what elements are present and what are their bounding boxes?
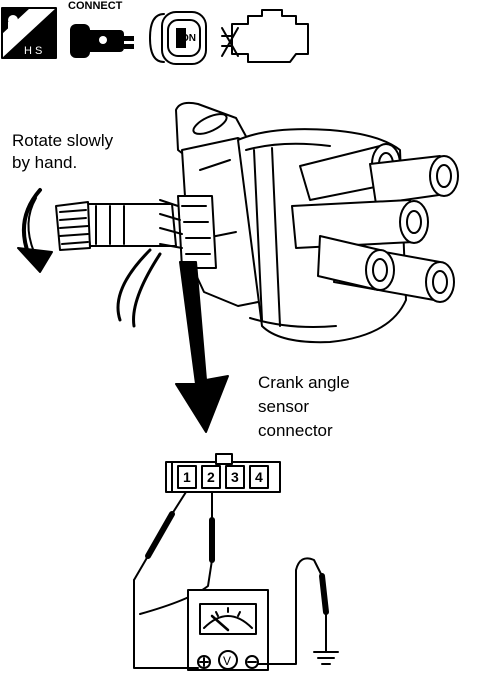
ignition-on-label: ON xyxy=(181,33,196,44)
sensor-label-line-2: sensor xyxy=(258,397,310,416)
pin-1: 1 xyxy=(183,469,191,485)
plug-tower-3 xyxy=(291,199,429,249)
pin-3: 3 xyxy=(231,469,239,485)
plug-towers xyxy=(291,143,459,303)
connect-label: CONNECT xyxy=(68,0,123,12)
negative-terminal xyxy=(245,655,259,669)
pin-2: 2 xyxy=(207,469,215,485)
engine-icon xyxy=(221,9,309,63)
rotate-instruction-line-2: by hand. xyxy=(12,153,78,172)
ground-symbol xyxy=(313,639,339,665)
svg-text:V: V xyxy=(223,654,231,668)
rotate-instruction-line-1: Rotate slowly xyxy=(12,131,114,150)
volt-dial: V xyxy=(218,650,238,670)
probe-lead-1 xyxy=(133,491,187,581)
connect-icon xyxy=(70,24,134,58)
ignition-key-icon xyxy=(149,11,207,65)
sensor-connector xyxy=(165,453,281,493)
probe-lead-2 xyxy=(139,491,215,615)
hot-start-icon-text: H S xyxy=(24,45,42,57)
pointer-arrow xyxy=(175,261,229,433)
plug-tower-5 xyxy=(317,235,395,291)
wiring xyxy=(133,557,329,669)
sensor-label-line-1: Crank angle xyxy=(258,373,350,392)
rotation-arrow xyxy=(17,188,53,273)
pin-4: 4 xyxy=(255,469,263,485)
sensor-label-line-3: connector xyxy=(258,421,333,440)
hot-start-icon: H S xyxy=(1,7,57,59)
plug-tower-2 xyxy=(369,155,459,205)
positive-terminal xyxy=(197,655,211,669)
